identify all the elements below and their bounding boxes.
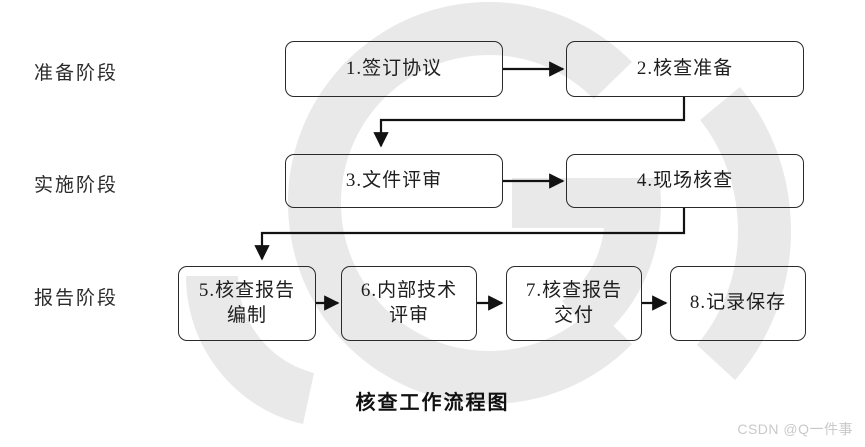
process-node-4-onsite-verification[interactable]: 4.现场核查: [566, 154, 804, 208]
process-node-2-verification-preparation[interactable]: 2.核查准备: [566, 41, 804, 97]
process-node-7-label-line1: 7.核查报告: [525, 280, 623, 302]
process-node-3-label: 3.文件评审: [345, 169, 443, 191]
process-node-6-label-line1: 6.内部技术: [360, 280, 458, 302]
process-node-6-label-line2: 评审: [388, 304, 429, 326]
stage-label-preparation: 准备阶段: [34, 63, 119, 84]
process-node-5-label-line1: 5.核查报告: [198, 280, 296, 302]
process-node-3-document-review[interactable]: 3.文件评审: [285, 154, 503, 208]
stage-label-reporting: 报告阶段: [34, 288, 119, 309]
connector-4-to-5: [254, 208, 686, 261]
process-node-2-label: 2.核查准备: [636, 57, 734, 79]
process-node-6-internal-technical-review[interactable]: 6.内部技术 评审: [341, 266, 477, 341]
process-node-4-label: 4.现场核查: [636, 169, 734, 191]
process-node-8-label: 8.记录保存: [689, 292, 787, 314]
stage-label-implementation: 实施阶段: [34, 175, 119, 196]
process-node-7-label-line2: 交付: [553, 304, 594, 326]
process-node-7-report-delivery[interactable]: 7.核查报告 交付: [506, 266, 642, 341]
process-node-6-label: 6.内部技术 评审: [361, 279, 457, 328]
diagram-caption: 核查工作流程图: [355, 392, 510, 414]
connector-2-to-3: [373, 97, 686, 148]
process-node-5-report-drafting[interactable]: 5.核查报告 编制: [178, 266, 316, 341]
process-node-5-label: 5.核查报告 编制: [199, 279, 295, 328]
process-node-1-sign-agreement[interactable]: 1.签订协议: [285, 41, 503, 97]
process-node-7-label: 7.核查报告 交付: [526, 279, 622, 328]
process-node-5-label-line2: 编制: [226, 304, 267, 326]
process-node-8-record-retention[interactable]: 8.记录保存: [670, 266, 806, 341]
process-node-1-label: 1.签订协议: [345, 57, 443, 79]
csdn-watermark-text: CSDN @Q一件事: [737, 421, 853, 437]
